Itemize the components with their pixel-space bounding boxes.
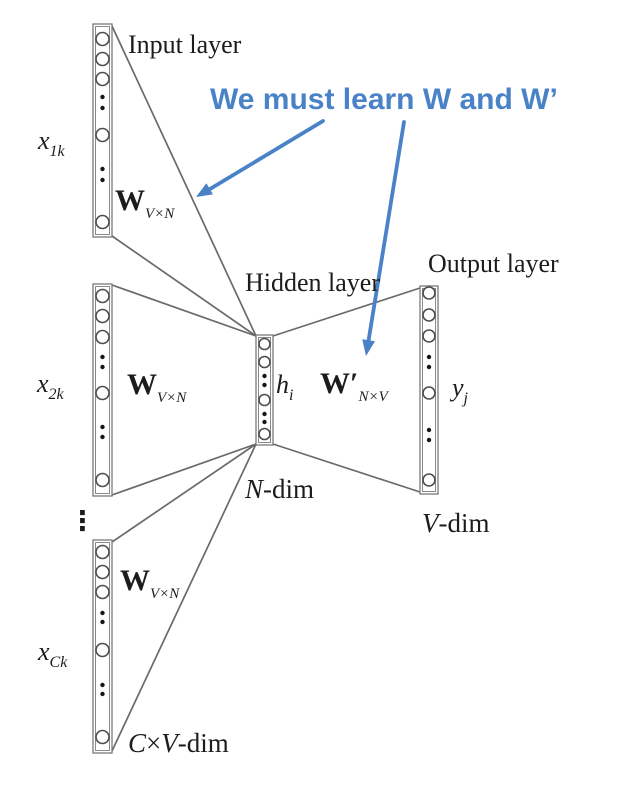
ellipsis-dot — [100, 364, 105, 370]
output-layer-label: Output layer — [428, 249, 559, 278]
node-circle — [95, 127, 110, 143]
node-circle — [422, 386, 436, 400]
node-circle — [422, 308, 436, 322]
edge-hidden-top-to-output — [272, 287, 421, 337]
annotation-arrowhead-w — [196, 183, 213, 197]
node-circle — [95, 472, 110, 488]
edge-input2-top-to-hidden — [111, 284, 257, 337]
output-column — [419, 285, 439, 495]
weight-w2-label: WV×N — [127, 368, 187, 406]
ellipsis-dot — [100, 177, 105, 183]
node-circle — [95, 288, 110, 304]
edge-input3-bottom-to-hidden — [111, 443, 257, 752]
input3-node-label: xCk — [37, 637, 68, 671]
ellipsis-dot — [262, 419, 267, 425]
annotation-arrow-to-w — [208, 119, 325, 191]
ellipsis-dot — [100, 166, 105, 172]
edges — [111, 25, 421, 752]
ellipsis-dot — [100, 424, 105, 430]
edge-input1-bottom-to-hidden — [111, 235, 257, 337]
ellipsis-dot — [100, 619, 105, 625]
input-column-3 — [92, 539, 113, 754]
annotation-arrowhead-w-prime — [362, 339, 375, 356]
ellipsis-dot — [262, 382, 267, 388]
input2-node-label: x2k — [36, 369, 65, 403]
input3-rect-inner — [95, 542, 110, 751]
input2-rect-inner — [95, 286, 110, 494]
edge-input2-bottom-to-hidden — [111, 443, 257, 496]
hidden-layer-label: Hidden layer — [245, 268, 380, 297]
node-circle — [95, 31, 110, 47]
hidden-rect-inner — [258, 337, 271, 443]
output-dim-label: V-dim — [422, 508, 490, 538]
node-circle — [95, 584, 110, 600]
ellipsis-dot — [262, 411, 267, 417]
ellipsis-dot — [100, 691, 105, 697]
ellipsis-dot — [100, 94, 105, 100]
ellipsis-dot — [426, 437, 432, 443]
node-circle — [95, 642, 110, 658]
node-circle — [258, 355, 271, 369]
annotation-arrow-to-w-prime — [366, 120, 406, 343]
input-dim-label: C×V-dim — [128, 728, 229, 758]
ellipsis-dot — [426, 364, 432, 370]
node-circle — [258, 337, 271, 351]
node-circle — [422, 329, 436, 343]
ellipsis-dot — [100, 682, 105, 688]
edge-input3-top-to-hidden — [111, 443, 257, 543]
input-layer-label: Input layer — [128, 30, 242, 59]
input1-node-label: x1k — [37, 126, 66, 160]
ellipsis-dot — [426, 354, 432, 360]
node-circle — [258, 393, 271, 407]
hidden-dim-label: N-dim — [244, 474, 314, 504]
weight-w3-label: WV×N — [120, 564, 180, 602]
input-columns-ellipsis: ⋮ — [69, 506, 96, 537]
edge-input1-top-to-hidden — [111, 25, 257, 337]
node-circle — [95, 71, 110, 87]
node-circle — [258, 427, 271, 441]
ellipsis-dot — [426, 427, 432, 433]
input-column-1 — [92, 23, 113, 238]
hidden-column — [255, 334, 274, 446]
ellipsis-dot — [262, 373, 267, 379]
ellipsis-dot — [100, 354, 105, 360]
input-column-2 — [92, 283, 113, 497]
node-circle — [95, 564, 110, 580]
node-circle — [422, 473, 436, 487]
node-circle — [95, 385, 110, 401]
hidden-node-label: hi — [276, 370, 293, 404]
weight-w-prime-label: W′N×V — [320, 367, 390, 405]
node-circle — [95, 51, 110, 67]
output-node-label: yj — [449, 373, 469, 407]
node-circle — [95, 729, 110, 745]
weight-w1-label: WV×N — [115, 184, 175, 222]
input1-rect-inner — [95, 26, 110, 235]
node-circle — [95, 329, 110, 345]
ellipsis-dot — [100, 105, 105, 111]
node-circle — [95, 544, 110, 560]
ellipsis-dot — [100, 610, 105, 616]
annotation-text: We must learn W and W’ — [210, 83, 558, 116]
ellipsis-dot — [100, 434, 105, 440]
node-circle — [95, 308, 110, 324]
annotation-arrows — [196, 119, 406, 356]
edge-hidden-bottom-to-output — [272, 443, 421, 493]
node-circle — [422, 286, 436, 300]
node-circle — [95, 214, 110, 230]
